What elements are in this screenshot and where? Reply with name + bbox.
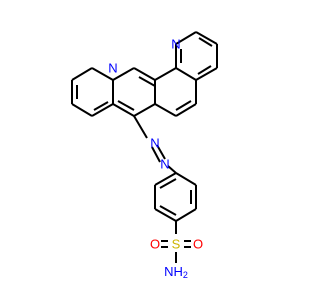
bond [159,178,177,189]
bond [175,100,192,111]
bond [138,76,156,87]
bond [195,31,218,45]
atom-nh2: NH2 [164,264,188,281]
nh2-letters: NH [164,264,183,279]
bond [154,172,177,186]
structure-drawing: N N N N S O O NH2 [71,31,218,281]
nh2-subscript: 2 [183,270,188,280]
bond [195,67,218,81]
bond [71,103,93,117]
bond [198,37,213,47]
atom-n-pyridine-left: N [108,61,117,76]
atom-o-left: O [150,237,160,252]
bond [154,67,177,81]
bond [159,205,177,216]
bond [112,103,135,117]
bond [91,103,114,117]
molecule-canvas: N N N N S O O NH2 [71,31,218,281]
bond [93,101,109,111]
bond [91,67,114,81]
bond [154,103,177,117]
atom-n-azo-1: N [150,136,159,151]
atom-n-azo-2: N [160,157,169,172]
bond [197,65,212,75]
bond [133,115,148,139]
bond [151,146,161,163]
bond [71,67,93,81]
bond [133,67,156,81]
bond [133,103,156,117]
bond [156,144,166,160]
bond [112,67,135,81]
atom-n-pyridine-top: N [171,37,180,52]
bond [175,67,197,81]
atom-o-right: O [193,237,203,252]
bond [175,172,197,186]
atom-s-sulfonyl: S [172,237,181,252]
bond [167,165,177,174]
bond [175,208,197,222]
bond [175,31,197,45]
bond [117,100,135,111]
bond [154,208,177,222]
bond [175,103,197,117]
